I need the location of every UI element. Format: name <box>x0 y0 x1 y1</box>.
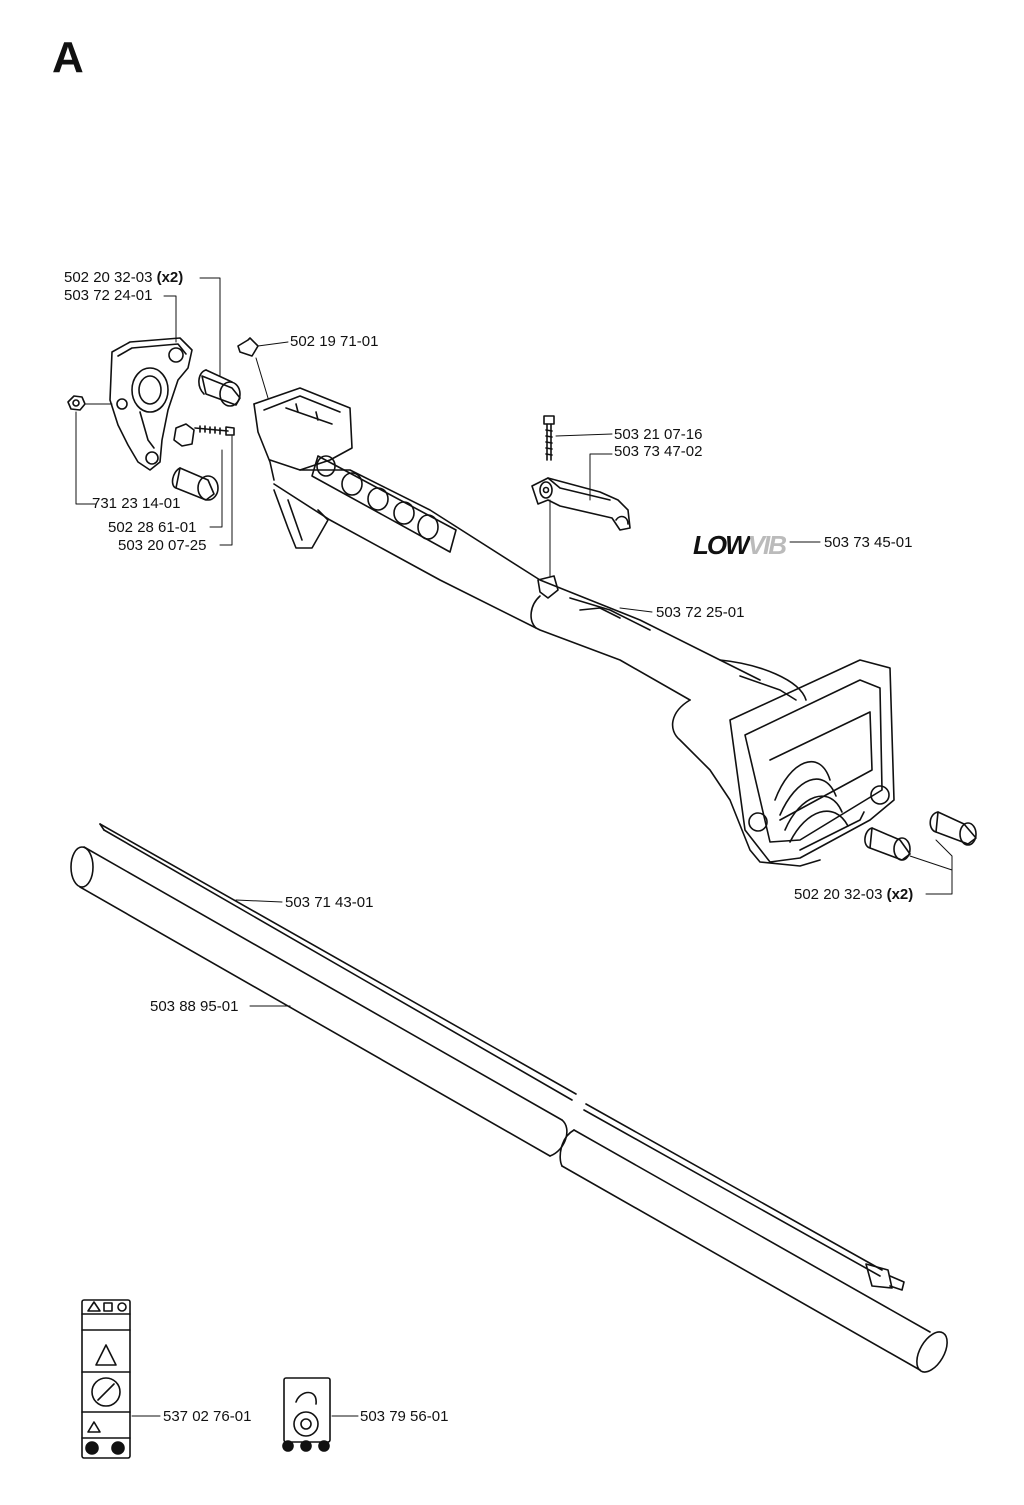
part-label-warning-decal: 537 02 76-01 <box>163 1408 251 1425</box>
handle-bracket <box>109 337 193 471</box>
part-label-drive-shaft: 503 71 43-01 <box>285 894 373 911</box>
part-number: 502 28 61-01 <box>108 519 197 536</box>
warning-decal <box>81 1299 131 1459</box>
part-quantity: (x2) <box>886 886 914 903</box>
throttle-bracket <box>531 477 631 531</box>
part-label-square-nut: 502 19 71-01 <box>290 333 378 350</box>
part-number: 502 19 71-01 <box>290 333 379 350</box>
part-quantity: (x2) <box>156 269 184 286</box>
nut <box>67 395 86 411</box>
part-label-bolt: 503 21 07-16 <box>614 426 702 443</box>
end-cap-2 <box>929 811 977 846</box>
part-number: 537 02 76-01 <box>163 1408 252 1425</box>
part-number: 503 73 47-02 <box>614 443 703 460</box>
rubber-grip-upper <box>198 369 241 407</box>
part-label-clamp: 502 28 61-01 <box>108 519 196 536</box>
part-number: 731 23 14-01 <box>92 495 181 512</box>
part-label-nut: 731 23 14-01 <box>92 495 180 512</box>
shaft-housing <box>253 387 895 867</box>
part-number: 503 72 25-01 <box>656 604 745 621</box>
part-label-spool-decal: 503 79 56-01 <box>360 1408 448 1425</box>
part-label-bracket: 503 72 24-01 <box>64 287 152 304</box>
drive-shaft <box>99 823 905 1291</box>
clamp-block <box>173 423 195 447</box>
part-label-throttle-bracket: 503 73 47-02 <box>614 443 702 460</box>
part-number: 503 79 56-01 <box>360 1408 449 1425</box>
logo-light-part: VIB <box>747 530 787 560</box>
part-number: 503 21 07-16 <box>614 426 703 443</box>
bolt <box>543 415 555 461</box>
logo-dark-part: LOW <box>693 530 750 560</box>
end-cap-1 <box>864 827 911 861</box>
screw <box>194 425 235 436</box>
part-number: 503 88 95-01 <box>150 998 239 1015</box>
part-label-grip-top: 502 20 32-03 (x2) <box>64 269 183 286</box>
part-number: 503 73 45-01 <box>824 534 913 551</box>
part-label-housing: 503 72 25-01 <box>656 604 744 621</box>
tube <box>70 846 948 1373</box>
part-number: 503 71 43-01 <box>285 894 374 911</box>
part-label-end-caps: 502 20 32-03 (x2) <box>794 886 913 903</box>
part-number: 502 20 32-03 <box>64 269 153 286</box>
spool-decal <box>282 1377 331 1452</box>
part-number: 503 20 07-25 <box>118 537 207 554</box>
rubber-grip-lower <box>171 467 219 501</box>
part-label-tube: 503 88 95-01 <box>150 998 238 1015</box>
leader-lines <box>75 277 953 1417</box>
part-number: 503 72 24-01 <box>64 287 153 304</box>
lowvib-logo: LOWVIB <box>693 530 787 561</box>
part-number: 502 20 32-03 <box>794 886 883 903</box>
section-letter: A <box>52 33 84 82</box>
part-label-decal-lowvib: 503 73 45-01 <box>824 534 912 551</box>
part-label-screw: 503 20 07-25 <box>118 537 206 554</box>
